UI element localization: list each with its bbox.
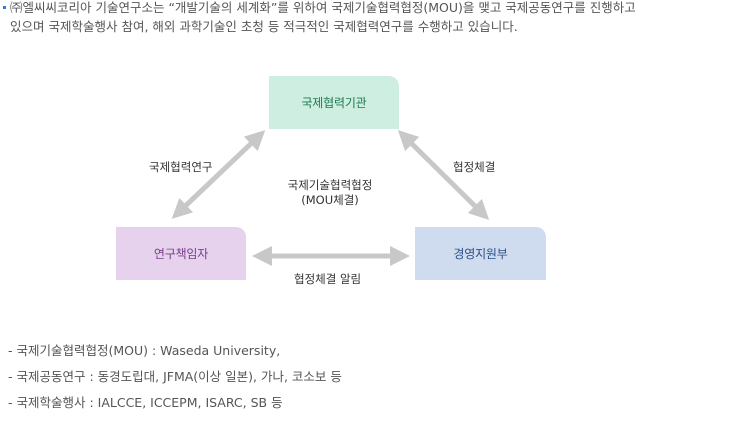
international-partner-label: 국제협력기관 [301,96,367,110]
center-label: 국제기술협력협정 (MOU체결) [272,178,388,208]
bullet-icon [3,6,6,9]
international-partner-box: 국제협력기관 [269,76,399,129]
note-mou: - 국제기술협력협정(MOU) : Waseda University, [8,343,281,358]
cooperation-diagram: 국제협력기관 연구책임자 경영지원부 국제협력연구 협정체결 협정체결 알림 국… [116,76,546,286]
edge-label-bottom: 협정체결 알림 [294,272,362,286]
arrow-right-diagonal [397,129,490,221]
center-label-line-2: (MOU체결) [301,193,359,207]
principal-investigator-box: 연구책임자 [116,227,246,280]
management-support-label: 경영지원부 [453,247,508,261]
edge-label-right: 협정체결 [453,160,496,174]
principal-investigator-label: 연구책임자 [153,247,209,261]
intro-line-1: ㈜엘씨씨코리아 기술연구소는 “개발기술의 세계화”를 위하여 국제기술협력협정… [10,0,636,15]
arrows-layer [171,129,490,266]
note-academic-events: - 국제학술행사 : IALCCE, ICCEPM, ISARC, SB 등 [8,395,283,410]
edge-label-left: 국제협력연구 [149,160,213,174]
note-joint-research: - 국제공동연구 : 동경도립대, JFMA(이상 일본), 가나, 코소보 등 [8,369,342,384]
center-label-line-1: 국제기술협력협정 [287,178,373,192]
arrow-left-diagonal [171,130,266,219]
cooperation-notes-list: - 국제기술협력협정(MOU) : Waseda University, - 국… [8,338,342,416]
intro-line-2: 있으며 국제학술행사 참여, 해외 과학기술인 초청 등 적극적인 국제협력연구… [10,19,518,34]
management-support-box: 경영지원부 [415,227,546,280]
